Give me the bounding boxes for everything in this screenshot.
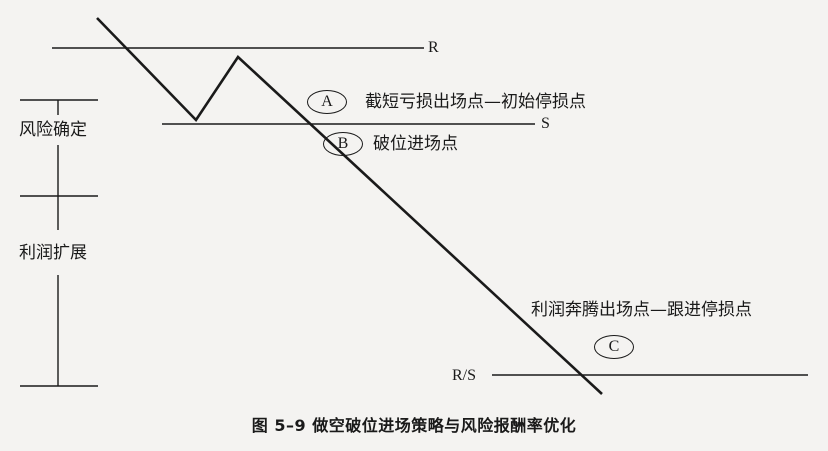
label-a-text: 截短亏损出场点—初始停损点 xyxy=(365,92,586,112)
label-b-text: 破位进场点 xyxy=(373,134,458,154)
figure-caption: 图 5–9 做空破位进场策略与风险报酬率优化 xyxy=(251,416,577,435)
label-risk: 风险确定 xyxy=(19,120,87,140)
marker-b: B xyxy=(323,132,363,156)
label-r: R xyxy=(428,39,439,56)
marker-a: A xyxy=(307,90,347,114)
price-path xyxy=(96,17,603,395)
label-s: S xyxy=(541,115,550,132)
label-profit: 利润扩展 xyxy=(19,243,87,263)
label-rs: R/S xyxy=(452,367,477,384)
label-c-text: 利润奔腾出场点—跟进停损点 xyxy=(531,300,752,320)
marker-c: C xyxy=(594,335,634,359)
risk-profit-bracket xyxy=(20,99,98,387)
